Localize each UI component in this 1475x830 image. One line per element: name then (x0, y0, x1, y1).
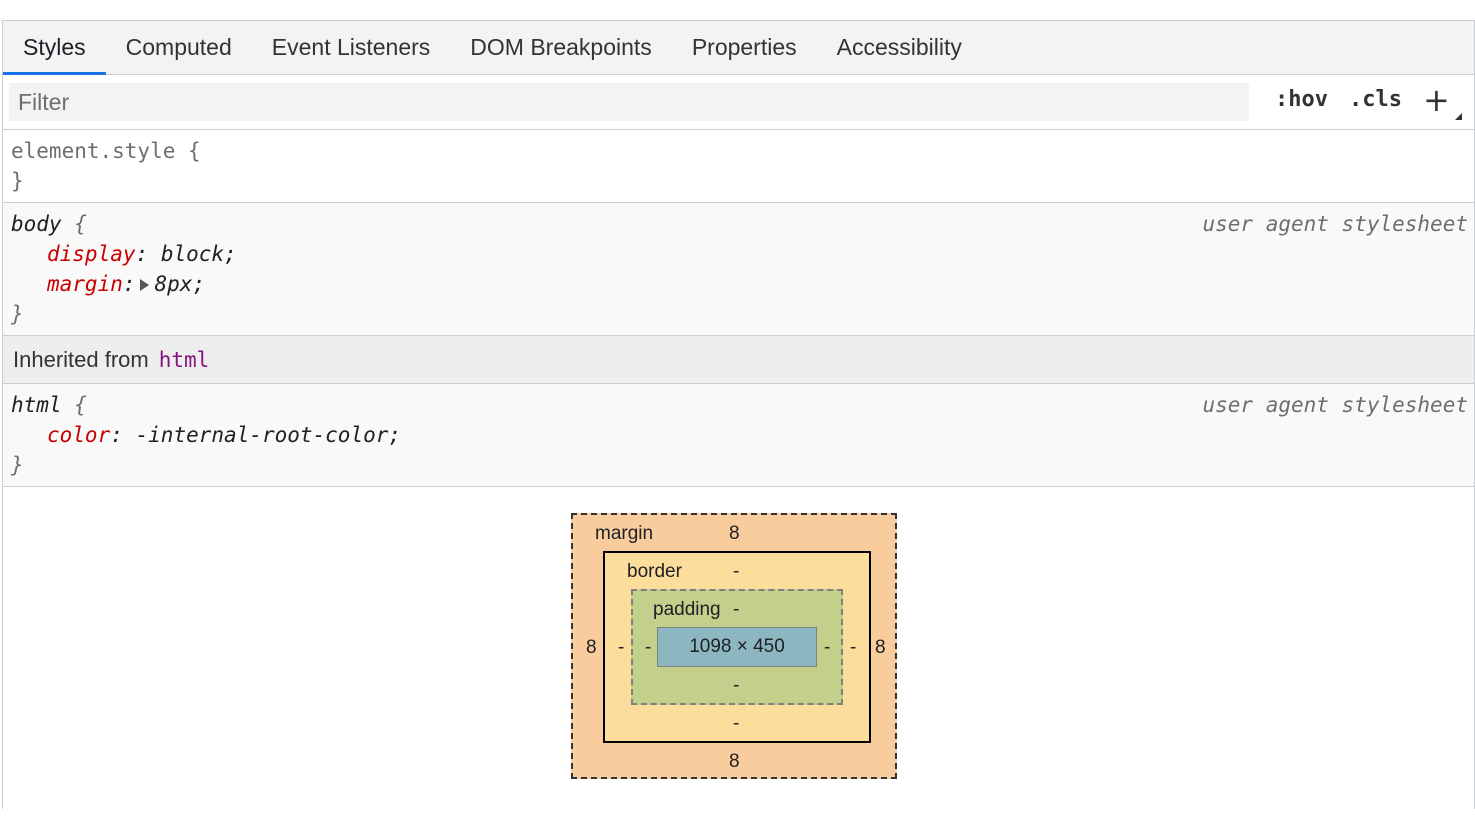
tab-event-listeners[interactable]: Event Listeners (252, 21, 451, 74)
margin-left-value[interactable]: 8 (586, 637, 597, 658)
new-style-rule-button[interactable]: + (1423, 81, 1450, 119)
close-brace: } (11, 453, 24, 477)
box-model-border[interactable]: border - - - - padding - - - - 1098 × 45… (603, 551, 871, 743)
expand-triangle-icon[interactable] (139, 279, 149, 291)
rule-header: body { (11, 209, 1466, 239)
inherited-element-link[interactable]: html (158, 347, 210, 372)
property-name: color (47, 423, 111, 447)
tab-styles[interactable]: Styles (3, 21, 106, 75)
padding-right-value[interactable]: - (824, 637, 831, 658)
hover-state-toggle-button[interactable]: :hov (1275, 87, 1328, 112)
close-brace: } (11, 302, 24, 326)
box-model-margin[interactable]: margin 8 8 8 8 border - - - - padding - … (571, 513, 897, 779)
tab-label: Styles (23, 34, 86, 60)
rule-selector[interactable]: element.style (11, 139, 176, 163)
close-brace[interactable]: } (11, 169, 24, 193)
tab-label: Event Listeners (271, 34, 431, 60)
tab-label: Properties (691, 34, 797, 60)
tab-properties[interactable]: Properties (672, 21, 817, 74)
border-top-value[interactable]: - (733, 561, 740, 582)
tab-accessibility[interactable]: Accessibility (817, 21, 982, 74)
rule-selector: body (11, 212, 62, 236)
padding-label: padding (653, 599, 721, 620)
rule-header: element.style { (11, 136, 1466, 166)
open-brace: { (74, 393, 87, 417)
style-rule-html: user agent stylesheet html { color: -int… (3, 384, 1474, 487)
margin-right-value[interactable]: 8 (875, 637, 886, 658)
border-bottom-value[interactable]: - (733, 713, 740, 734)
tab-label: DOM Breakpoints (470, 34, 652, 60)
styles-toolbar: :hov .cls + (3, 75, 1474, 130)
margin-top-value[interactable]: 8 (729, 523, 740, 544)
new-rule-menu-corner-icon[interactable] (1455, 113, 1462, 120)
property-value: -internal-root-color (135, 423, 389, 447)
box-model-content[interactable]: 1098 × 450 (657, 627, 817, 667)
border-right-value[interactable]: - (850, 637, 857, 658)
box-model-padding[interactable]: padding - - - - 1098 × 450 (631, 589, 843, 705)
rule-origin: user agent stylesheet (1202, 212, 1468, 236)
property-name: margin (47, 272, 123, 296)
padding-top-value[interactable]: - (733, 599, 740, 620)
content-size-value: 1098 × 450 (689, 636, 785, 657)
tab-label: Computed (125, 34, 232, 60)
padding-bottom-value[interactable]: - (733, 675, 740, 696)
sidebar-tab-bar: Styles Computed Event Listeners DOM Brea… (3, 21, 1474, 75)
margin-bottom-value[interactable]: 8 (729, 751, 740, 772)
tab-label: Accessibility (836, 34, 962, 60)
styles-pane: Styles Computed Event Listeners DOM Brea… (2, 20, 1475, 809)
border-label: border (627, 561, 682, 582)
open-brace: { (188, 139, 201, 163)
open-brace: { (74, 212, 87, 236)
tab-dom-breakpoints[interactable]: DOM Breakpoints (450, 21, 672, 74)
property-value: block (160, 242, 225, 266)
property-value: 8px (154, 272, 193, 296)
inherited-section-header: Inherited from html (3, 336, 1474, 384)
margin-label: margin (595, 523, 654, 544)
tab-computed[interactable]: Computed (106, 21, 252, 74)
declaration-color: color: -internal-root-color; (47, 423, 402, 447)
declaration-margin: margin:8px; (47, 272, 206, 296)
filter-input[interactable] (9, 83, 1249, 121)
padding-left-value[interactable]: - (645, 637, 652, 658)
rule-origin: user agent stylesheet (1202, 393, 1468, 417)
style-rule-element-style: element.style { } (3, 130, 1474, 203)
declaration-display: display: block; (47, 242, 237, 266)
border-left-value[interactable]: - (618, 637, 625, 658)
style-rule-body: user agent stylesheet body { display: bl… (3, 203, 1474, 336)
inherited-label: Inherited from (13, 346, 149, 372)
rule-header: html { (11, 390, 1466, 420)
property-name: display (47, 242, 136, 266)
rule-selector: html (11, 393, 62, 417)
class-toggle-button[interactable]: .cls (1349, 87, 1402, 112)
